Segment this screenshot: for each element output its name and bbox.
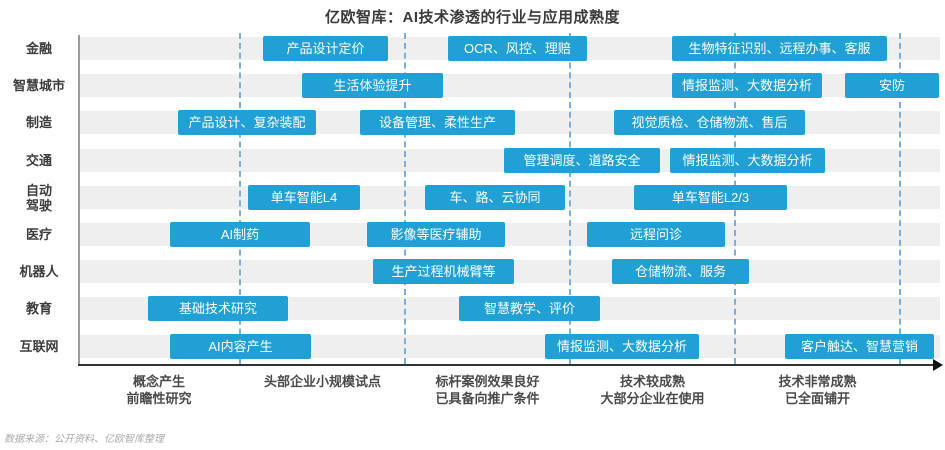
app-block: 影像等医疗辅助 xyxy=(367,222,505,247)
stage-label-5: 技术非常成熟 已全面铺开 xyxy=(778,374,857,406)
app-block: 产品设计定价 xyxy=(263,36,388,61)
row-label-智慧城市: 智慧城市 xyxy=(12,78,65,93)
x-axis-line xyxy=(78,364,936,366)
app-block: 仓储物流、服务 xyxy=(612,259,749,284)
row-label-交通: 交通 xyxy=(25,153,52,168)
app-block: 智慧教学、评价 xyxy=(459,296,600,321)
row-label-金融: 金融 xyxy=(25,41,52,56)
app-block: 生活体验提升 xyxy=(302,73,443,98)
app-block: OCR、风控、理赔 xyxy=(448,36,587,61)
app-block: 生物特征识别、远程办事、客服 xyxy=(672,36,887,61)
app-block: 情报监测、大数据分析 xyxy=(545,334,699,359)
stage-label-1: 概念产生 前瞻性研究 xyxy=(126,374,192,406)
stage-divider-3 xyxy=(569,33,571,364)
stage-label-4: 技术较成熟 大部分企业在使用 xyxy=(600,374,705,406)
app-block: 基础技术研究 xyxy=(148,296,288,321)
row-label-医疗: 医疗 xyxy=(25,227,52,242)
app-block: 情报监测、大数据分析 xyxy=(672,73,822,98)
app-block: 安防 xyxy=(845,73,939,98)
x-axis-arrow-icon xyxy=(933,359,943,371)
app-block: 情报监测、大数据分析 xyxy=(670,148,825,173)
app-block: 视觉质检、仓储物流、售后 xyxy=(614,110,805,135)
stage-divider-1 xyxy=(239,33,241,364)
app-block: 产品设计、复杂装配 xyxy=(178,110,316,135)
app-block: 单车智能L4 xyxy=(248,185,360,210)
app-block: 客户触达、智慧营销 xyxy=(785,334,934,359)
stage-divider-5 xyxy=(899,33,901,364)
app-block: 设备管理、柔性生产 xyxy=(360,110,515,135)
stage-label-3: 标杆案例效果良好 已具备向推广条件 xyxy=(435,374,540,406)
app-block: 生产过程机械臂等 xyxy=(373,259,514,284)
app-block: 车、路、云协同 xyxy=(425,185,565,210)
source-note: 数据来源：公开资料、亿欧智库整理 xyxy=(4,434,164,445)
stage-divider-2 xyxy=(404,33,406,364)
app-block: 单车智能L2/3 xyxy=(634,185,787,210)
row-label-制造: 制造 xyxy=(25,115,52,130)
row-label-教育: 教育 xyxy=(25,301,52,316)
row-label-机器人: 机器人 xyxy=(19,264,59,279)
app-block: 管理调度、道路安全 xyxy=(504,148,660,173)
stage-label-2: 头部企业小规模试点 xyxy=(263,374,381,389)
row-label-互联网: 互联网 xyxy=(19,339,59,354)
chart-title: 亿欧智库：AI技术渗透的行业与应用成熟度 xyxy=(324,9,620,26)
app-block: AI内容产生 xyxy=(170,334,311,359)
row-label-自动驾驶: 自动 驾驶 xyxy=(25,182,52,213)
y-axis-line xyxy=(78,35,80,365)
app-block: 远程问诊 xyxy=(587,222,725,247)
app-block: AI制药 xyxy=(170,222,310,247)
